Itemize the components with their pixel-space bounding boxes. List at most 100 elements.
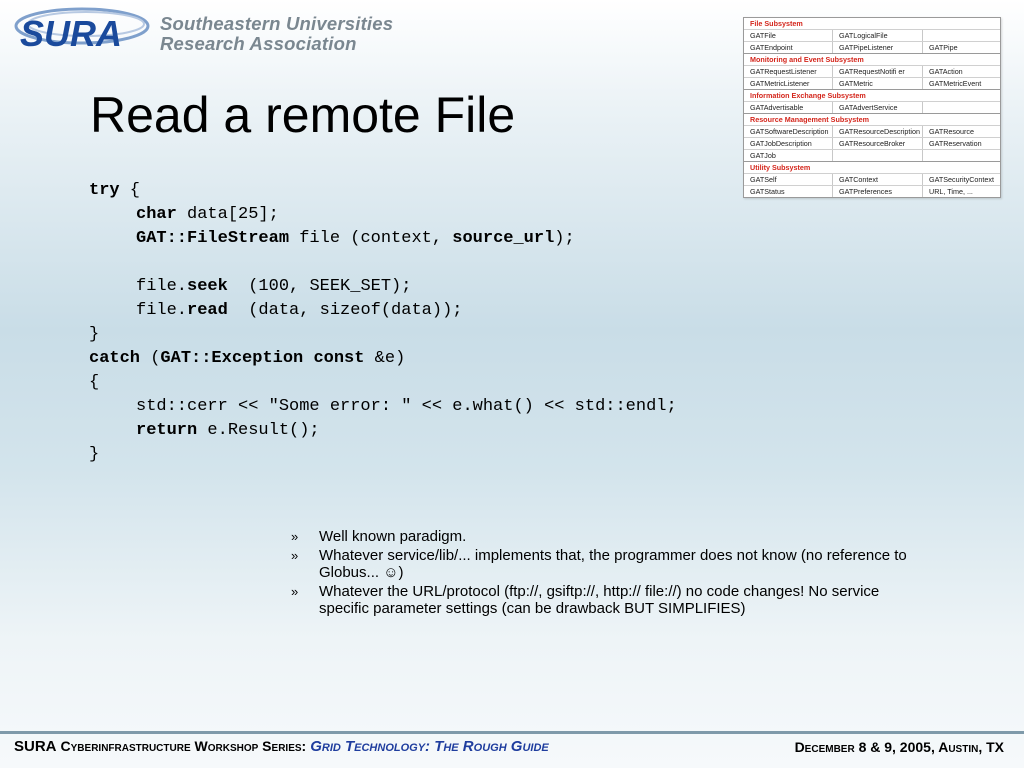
code-text: data[25]; <box>176 205 279 224</box>
bullet-text: Whatever the URL/protocol (ftp://, gsift… <box>319 583 880 617</box>
code-text: ); <box>554 229 575 248</box>
code-text: { <box>119 181 141 200</box>
bullet-list: » Well known paradigm. » Whatever service/l… <box>291 528 931 619</box>
subsystem-cell: GATRequestNotifi er <box>833 66 923 77</box>
code-line <box>89 251 677 275</box>
sura-logo: SURA Southeastern Universities Research … <box>12 4 393 56</box>
slide-title: Read a remote File <box>90 87 516 143</box>
subsystem-cell <box>923 102 1000 113</box>
code-text: file (context, <box>289 229 453 248</box>
footer-date: December 8 & 9, 2005, Austin, TX <box>794 739 1004 755</box>
bullet-marker: » <box>291 584 299 599</box>
code-text: ( <box>140 349 161 368</box>
code-line: } <box>89 323 677 347</box>
code-line: std::cerr << "Some error: " << e.what() … <box>89 395 677 419</box>
code-keyword: return <box>136 421 198 440</box>
bullet-item: » Whatever service/lib/... implements tha… <box>291 547 931 581</box>
subsystem-title: Resource Management Subsystem <box>744 113 1000 125</box>
subsystem-cell <box>923 150 1000 161</box>
bullet-text: Well known paradigm. <box>319 528 467 545</box>
subsystem-title: File Subsystem <box>750 19 803 28</box>
code-line: return e.Result(); <box>89 419 677 443</box>
subsystem-cell: GATLogicalFile <box>833 30 923 41</box>
association-name-line2: Research Association <box>160 33 357 54</box>
footer-guide-title: Grid Technology: The Rough Guide <box>310 738 549 755</box>
code-text: } <box>89 325 100 344</box>
subsystem-title: Monitoring and Event Subsystem <box>744 53 1000 65</box>
code-line: } <box>89 443 677 467</box>
code-line: file.seek (100, SEEK_SET); <box>89 275 677 299</box>
code-line: file.read (data, sizeof(data)); <box>89 299 677 323</box>
bullet-text: Whatever service/lib/... implements that… <box>319 547 907 581</box>
subsystem-title: Information Exchange Subsystem <box>744 89 1000 101</box>
subsystem-cell: GATContext <box>833 174 923 185</box>
association-name: Southeastern Universities Research Assoc… <box>160 14 393 54</box>
subsystem-cell: GATResourceDescription <box>833 126 923 137</box>
code-text: &e) <box>364 349 406 368</box>
code-text: } <box>89 445 100 464</box>
subsystem-cell <box>833 150 923 161</box>
code-text: { <box>89 373 100 392</box>
code-block: try {char data[25];GAT::FileStream file … <box>89 179 677 467</box>
code-text: std::cerr << "Some error: " << e.what() … <box>136 397 677 416</box>
subsystem-cell: GATPipeListener <box>833 42 923 53</box>
subsystem-cell <box>923 30 1000 41</box>
code-keyword: catch <box>89 349 141 368</box>
subsystem-cell: GATFile <box>744 30 833 41</box>
code-keyword: source_url <box>452 229 555 248</box>
footer-sura: SURA <box>14 738 57 755</box>
subsystem-cell: GATAdvertService <box>833 102 923 113</box>
subsystem-cell: GATMetric <box>833 78 923 89</box>
code-line: try { <box>89 179 677 203</box>
subsystem-cell: GATJob <box>744 150 833 161</box>
subsystem-cell: GATAdvertisable <box>744 102 833 113</box>
code-text: file. <box>136 277 188 296</box>
subsystem-cell: GATResourceBroker <box>833 138 923 149</box>
subsystem-cell: GATMetricEvent <box>929 79 982 88</box>
code-keyword: GAT::FileStream <box>136 229 290 248</box>
footer-divider <box>0 731 1024 734</box>
subsystem-cell: GATMetricListener <box>744 78 833 89</box>
code-text: e.Result(); <box>197 421 320 440</box>
code-text: (data, sizeof(data)); <box>227 301 463 320</box>
code-keyword: read <box>187 301 228 320</box>
code-line: catch (GAT::Exception const &e) <box>89 347 677 371</box>
subsystem-row: GATJob <box>744 149 1000 161</box>
code-text: file. <box>136 301 188 320</box>
code-keyword: char <box>136 205 177 224</box>
subsystem-title: Utility Subsystem <box>744 161 1000 173</box>
subsystem-cell: GATPreferences <box>833 186 923 197</box>
subsystem-cell: GATStatus <box>744 186 833 197</box>
code-line: { <box>89 371 677 395</box>
subsystem-cell: GATRequestListener <box>744 66 833 77</box>
code-line: char data[25]; <box>89 203 677 227</box>
subsystem-cell: GATSecurityContext <box>929 175 994 184</box>
subsystem-cell: GATEndpoint <box>744 42 833 53</box>
subsystem-cell: URL, Time, ... <box>929 187 973 196</box>
bullet-marker: » <box>291 548 299 563</box>
subsystem-cell: GATReservation <box>929 139 982 148</box>
subsystem-cell: GATPipe <box>929 43 958 52</box>
bullet-item: » Well known paradigm. <box>291 528 931 545</box>
association-name-line1: Southeastern Universities <box>160 13 394 34</box>
footer-series-name: Cyberinfrastructure Workshop Series: <box>60 738 307 754</box>
code-text: (100, SEEK_SET); <box>227 277 412 296</box>
code-line: GAT::FileStream file (context, source_ur… <box>89 227 677 251</box>
sura-logo-mark: SURA <box>14 7 150 52</box>
subsystem-cell: GATJobDescription <box>744 138 833 149</box>
subsystem-cell: GATSoftwareDescription <box>744 126 833 137</box>
code-keyword: try <box>89 181 120 200</box>
subsystem-cell: GATAction <box>929 67 963 76</box>
bullet-marker: » <box>291 529 299 544</box>
code-keyword: GAT::Exception const <box>160 349 365 368</box>
